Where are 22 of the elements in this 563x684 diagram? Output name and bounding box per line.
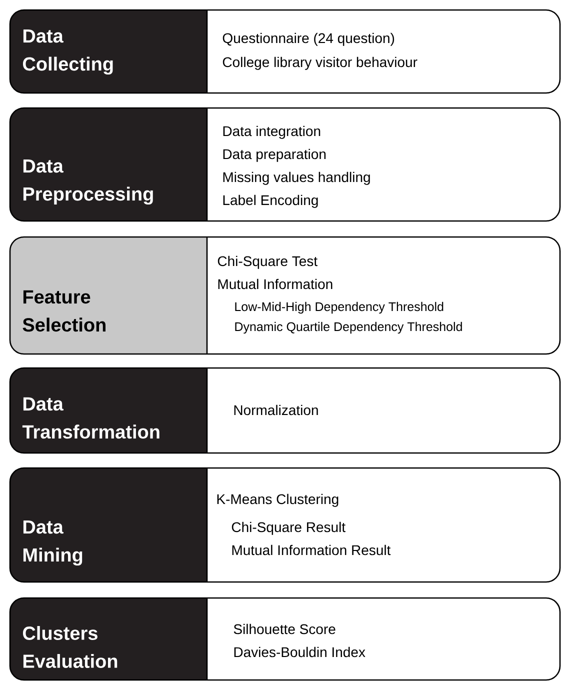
step-item: Questionnaire (24 question): [222, 32, 394, 46]
step-item: Normalization: [234, 404, 318, 416]
stage-title: Data Mining: [23, 520, 82, 566]
step-item: Mutual Information: [218, 278, 332, 290]
stage-title: Data Transformation: [22, 397, 160, 439]
stage-title: Data Preprocessing: [23, 159, 153, 205]
step-item: Chi-Square Result: [232, 522, 346, 535]
stage-title: Feature Selection: [22, 290, 106, 332]
step-item: Data preparation: [223, 148, 326, 162]
step-item: College library visitor behaviour: [222, 56, 418, 70]
step-item: Davies-Bouldin Index: [234, 646, 366, 658]
step-item: Missing values handling: [223, 172, 370, 185]
step-item: K-Means Clustering: [217, 494, 338, 507]
step-item: Mutual Information Result: [232, 544, 391, 556]
stage-title: Data Collecting: [22, 29, 113, 75]
step-item: Chi-Square Test: [218, 256, 318, 269]
step-item: Low-Mid-High Dependency Threshold: [235, 302, 444, 314]
step-item: Silhouette Score: [234, 624, 336, 634]
stage-title: Clusters Evaluation: [22, 626, 118, 668]
step-item: Data integration: [223, 126, 320, 139]
step-item: Dynamic Quartile Dependency Threshold: [235, 322, 462, 334]
step-item: Label Encoding: [223, 194, 318, 208]
